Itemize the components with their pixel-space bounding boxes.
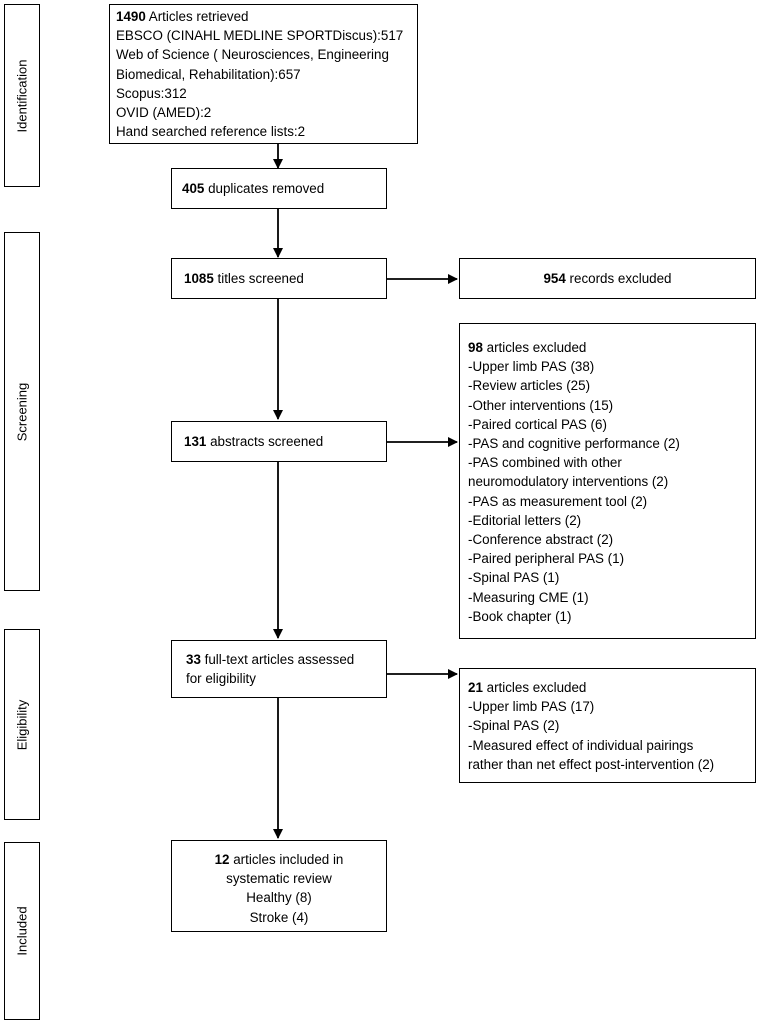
records-excluded-label: records excluded (565, 271, 672, 286)
exclusion-item: -Book chapter (1) (468, 608, 572, 624)
duplicates-box: 405 duplicates removed (171, 168, 387, 209)
retrieved-count: 1490 (116, 9, 146, 24)
duplicates-count: 405 (182, 181, 205, 196)
exclusion-item: -Conference abstract (2) (468, 532, 614, 548)
fulltext-exclusions-box: 21 articles excluded -Upper limb PAS (17… (459, 668, 756, 783)
exclusion-item: rather than net effect post-intervention… (468, 756, 715, 772)
exclusion-item: -Editorial letters (2) (468, 512, 582, 528)
titles-count: 1085 (184, 271, 214, 286)
exclusion-item: -Spinal PAS (1) (468, 570, 560, 586)
exclusion-item: -Spinal PAS (2) (468, 718, 560, 734)
fulltext-box: 33 full-text articles assessed for eligi… (171, 640, 387, 698)
exclusion-item: -Measured effect of individual pairings (468, 737, 694, 753)
stage-screening: Screening (4, 232, 40, 591)
stage-included: Included (4, 842, 40, 1020)
stage-identification: Identification (4, 4, 40, 187)
abstracts-box: 131 abstracts screened (171, 421, 387, 462)
abstract-exclusions-label: articles excluded (482, 340, 587, 355)
retrieved-line: Scopus:312 (116, 85, 187, 101)
fulltext-label: full-text articles assessed (200, 652, 355, 667)
retrieved-line: OVID (AMED):2 (116, 105, 212, 121)
exclusion-item: -Measuring CME (1) (468, 589, 589, 605)
fulltext-count: 33 (186, 652, 201, 667)
fulltext-line2: for eligibility (186, 671, 256, 687)
titles-label: titles screened (213, 271, 304, 286)
exclusion-item: -Paired peripheral PAS (1) (468, 551, 625, 567)
retrieved-line: Biomedical, Rehabilitation):657 (116, 66, 301, 82)
included-line3: Healthy (8) (246, 890, 312, 906)
exclusion-item: neuromodulatory interventions (2) (468, 474, 669, 490)
included-box: 12 articles included in systematic revie… (171, 840, 387, 932)
exclusion-item: -Upper limb PAS (38) (468, 359, 595, 375)
exclusion-item: -PAS as measurement tool (2) (468, 493, 648, 509)
titles-box: 1085 titles screened (171, 258, 387, 299)
abstracts-label: abstracts screened (206, 434, 324, 449)
abstracts-count: 131 (184, 434, 207, 449)
fulltext-exclusions-label: articles excluded (482, 680, 587, 695)
records-excluded-box: 954 records excluded (459, 258, 756, 299)
retrieved-line: Hand searched reference lists:2 (116, 124, 306, 140)
exclusion-item: -Upper limb PAS (17) (468, 699, 595, 715)
exclusion-item: -Paired cortical PAS (6) (468, 416, 607, 432)
fulltext-exclusions-count: 21 (468, 680, 483, 695)
abstract-exclusions-box: 98 articles excluded -Upper limb PAS (38… (459, 323, 756, 639)
duplicates-label: duplicates removed (204, 181, 325, 196)
retrieved-line: Web of Science ( Neurosciences, Engineer… (116, 47, 389, 63)
exclusion-item: -PAS and cognitive performance (2) (468, 436, 680, 452)
exclusion-item: -Review articles (25) (468, 378, 591, 394)
included-line4: Stroke (4) (249, 909, 309, 925)
exclusion-item: -PAS combined with other (468, 455, 622, 471)
abstract-exclusions-count: 98 (468, 340, 483, 355)
exclusion-item: -Other interventions (15) (468, 397, 614, 413)
retrieved-line: EBSCO (CINAHL MEDLINE SPORTDiscus):517 (116, 28, 404, 44)
included-count: 12 (214, 852, 230, 867)
included-line2: systematic review (226, 871, 332, 887)
included-label: articles included in (229, 852, 344, 867)
stage-eligibility: Eligibility (4, 629, 40, 820)
retrieved-label: Articles retrieved (145, 9, 249, 24)
records-excluded-count: 954 (543, 271, 566, 286)
retrieved-box: 1490 Articles retrieved EBSCO (CINAHL ME… (109, 4, 418, 144)
